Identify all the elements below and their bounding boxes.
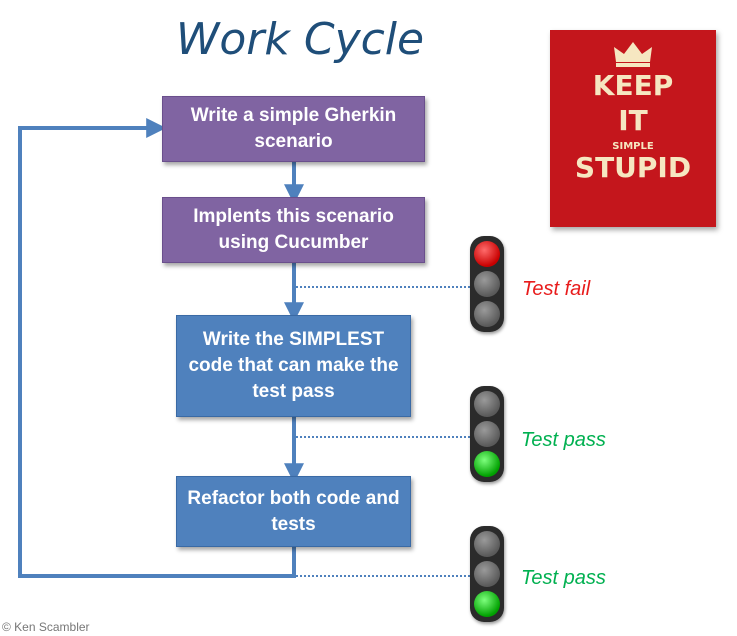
step-refactor: Refactor both code and tests — [176, 476, 411, 547]
crown-icon — [614, 42, 652, 67]
traffic-light-icon — [470, 386, 504, 482]
diagram-title: Work Cycle — [175, 14, 425, 65]
off-lamp-icon — [474, 421, 500, 447]
loop-back-arrow — [18, 118, 296, 578]
poster-line: KEEP — [592, 69, 674, 102]
red-lamp-icon — [474, 241, 500, 267]
off-lamp-icon — [474, 301, 500, 327]
off-lamp-icon — [474, 391, 500, 417]
status-test-fail: Test fail — [522, 278, 591, 300]
credit-text: © Ken Scambler — [2, 620, 90, 634]
step-implement-cucumber: Implents this scenario using Cucumber — [162, 197, 425, 263]
off-lamp-icon — [474, 531, 500, 557]
green-lamp-icon — [474, 591, 500, 617]
traffic-light-icon — [470, 236, 504, 332]
green-lamp-icon — [474, 451, 500, 477]
status-test-pass: Test pass — [521, 567, 606, 589]
step-write-simplest-code: Write the SIMPLEST code that can make th… — [176, 315, 411, 417]
poster-line: IT — [618, 104, 648, 137]
kiss-poster: KEEP IT SIMPLE STUPID — [550, 30, 716, 227]
traffic-light-icon — [470, 526, 504, 622]
poster-line: STUPID — [574, 151, 692, 184]
off-lamp-icon — [474, 271, 500, 297]
step-write-gherkin: Write a simple Gherkin scenario — [162, 96, 425, 162]
status-test-pass: Test pass — [521, 429, 606, 451]
off-lamp-icon — [474, 561, 500, 587]
poster-line: SIMPLE — [612, 141, 654, 152]
